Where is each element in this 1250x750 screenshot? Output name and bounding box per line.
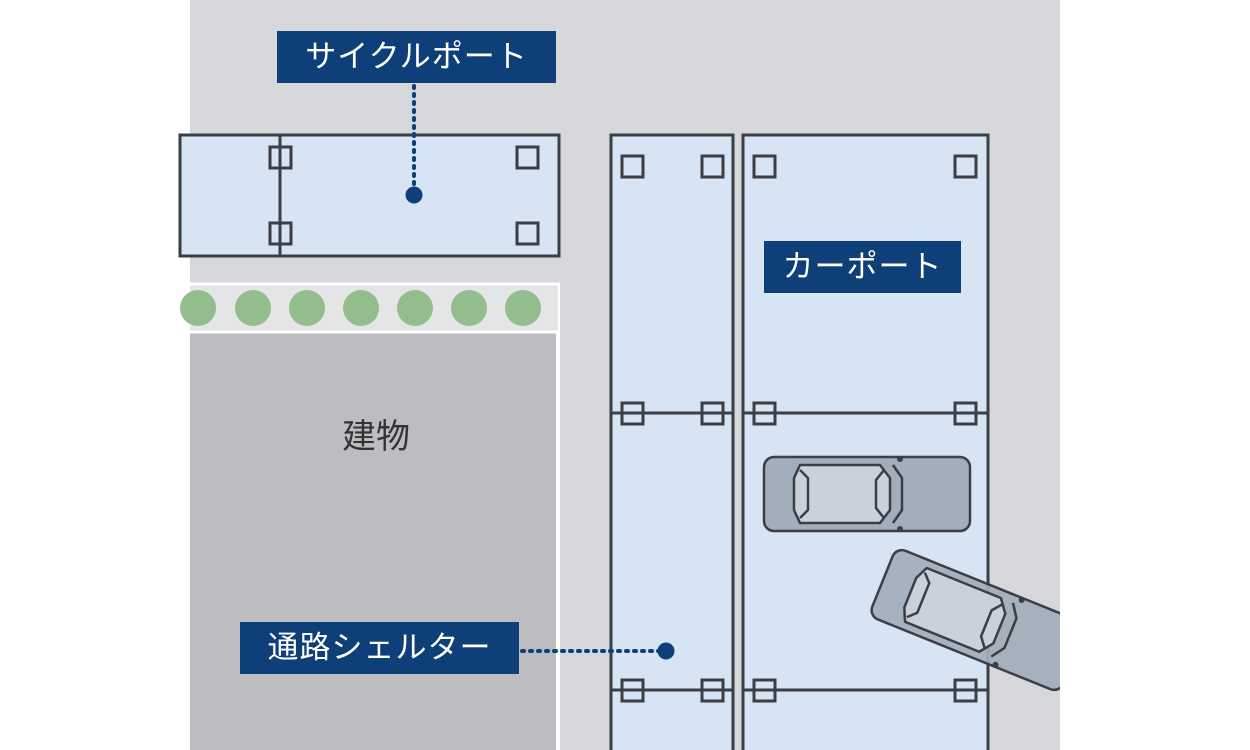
tree (343, 290, 379, 326)
post (700, 154, 725, 179)
post (752, 154, 777, 179)
cycle-port-leader-dot (405, 186, 423, 204)
car-port-label: カーポート (764, 241, 961, 293)
post (700, 401, 725, 426)
post (515, 145, 540, 170)
post (515, 221, 540, 246)
car-port-canopy (741, 133, 990, 750)
tree (451, 290, 487, 326)
post (620, 154, 645, 179)
tree (180, 290, 216, 326)
post (953, 401, 978, 426)
walkway-shelter-canopy (609, 133, 735, 750)
post (268, 145, 293, 170)
post (700, 678, 725, 703)
entering-car (870, 548, 1060, 692)
tree (397, 290, 433, 326)
tree (505, 290, 541, 326)
parked-car (762, 455, 972, 533)
post (752, 678, 777, 703)
walkway-shelter-label: 通路シェルター (240, 622, 519, 674)
tree (235, 290, 271, 326)
tree (289, 290, 325, 326)
building-label: 建物 (342, 417, 410, 457)
cycle-port-canopy (178, 133, 561, 258)
post (268, 221, 293, 246)
walkway-shelter-leader-dot (657, 642, 675, 660)
post (620, 401, 645, 426)
post (953, 154, 978, 179)
post (620, 678, 645, 703)
post (752, 401, 777, 426)
cycle-port-label: サイクルポート (277, 31, 556, 83)
building (190, 333, 558, 750)
post (953, 678, 978, 703)
